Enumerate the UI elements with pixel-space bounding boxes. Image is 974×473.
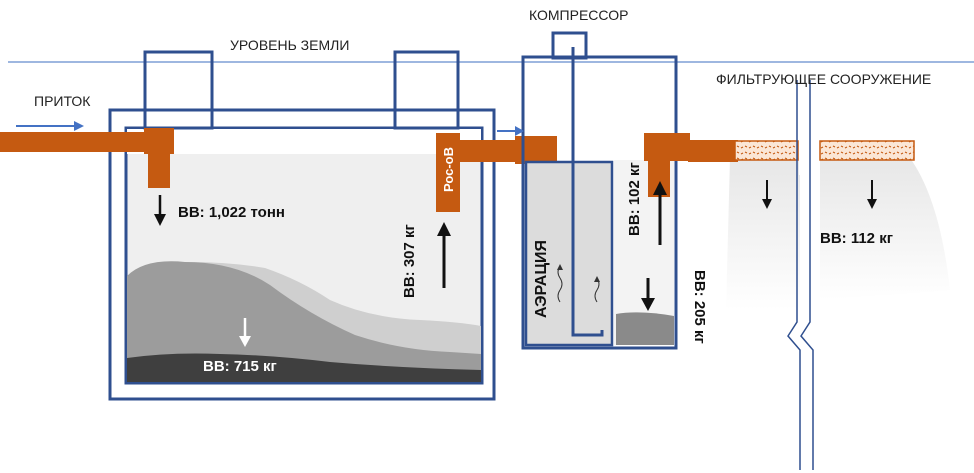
clarifier-down-arrow bbox=[641, 278, 655, 311]
filter-zone bbox=[726, 154, 800, 310]
filter-label: ФИЛЬТРУЮЩЕЕ СООРУЖЕНИЕ bbox=[716, 71, 931, 87]
outflow-up-arrow bbox=[437, 222, 451, 288]
filter-pipe-right bbox=[819, 140, 915, 161]
filter-down-arrow-left bbox=[762, 180, 772, 209]
filter-out-value: ВВ: 112 кг bbox=[820, 230, 893, 247]
compressor-label: КОМПРЕССОР bbox=[529, 7, 628, 23]
clarifier-sediment-value: ВВ: 205 кг bbox=[691, 270, 708, 344]
bubble-icon bbox=[557, 265, 563, 303]
break-line bbox=[787, 80, 814, 470]
settling-sediment-value: ВВ: 715 кг bbox=[203, 358, 277, 375]
settle-down-arrow bbox=[154, 195, 166, 226]
ground-level-label: УРОВЕНЬ ЗЕМЛИ bbox=[230, 37, 349, 53]
aeration-label: АЭРАЦИЯ bbox=[533, 240, 550, 318]
settling-out-value: ВВ: 307 кг bbox=[401, 224, 418, 298]
sediment-down-arrow bbox=[239, 318, 251, 347]
inflow-arrow bbox=[16, 121, 84, 131]
clarifier-outlet-pipe bbox=[688, 140, 738, 162]
shaft-left bbox=[143, 50, 214, 130]
clarifier-up-arrow bbox=[653, 181, 667, 245]
settling-in-value: ВВ: 1,022 тонн bbox=[178, 204, 285, 221]
clarifier-out-value: ВВ: 102 кг bbox=[626, 162, 643, 236]
clarifier-sediment bbox=[616, 312, 674, 345]
aeration-chamber bbox=[524, 160, 614, 347]
shaft-right bbox=[393, 50, 460, 130]
inlet-pipe bbox=[0, 132, 165, 152]
settling-tank-outer bbox=[108, 108, 496, 401]
outlet-tee bbox=[436, 133, 460, 212]
air-pipe bbox=[571, 47, 604, 337]
filter-pipe-left bbox=[734, 140, 799, 161]
transfer-arrow bbox=[497, 126, 524, 136]
outlet-label: Рос-оВ bbox=[441, 147, 456, 192]
sediment-dark bbox=[127, 353, 481, 382]
filter-down-arrow-right bbox=[867, 180, 877, 209]
inflow-label: ПРИТОК bbox=[34, 93, 91, 109]
filter-zone-right bbox=[820, 154, 950, 300]
compressor-box bbox=[551, 31, 588, 60]
clarifier-outer bbox=[521, 55, 678, 350]
sediment-mid bbox=[127, 261, 481, 382]
